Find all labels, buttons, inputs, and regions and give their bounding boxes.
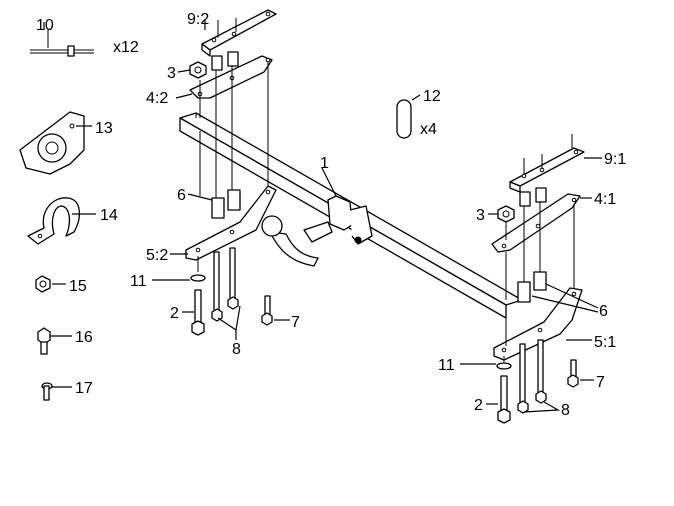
label-4-1: 4:1 bbox=[594, 191, 616, 208]
bolt-16-icon bbox=[37, 327, 51, 355]
right-nut-3 bbox=[497, 205, 515, 223]
screw-17-icon bbox=[41, 382, 53, 401]
right-vertical-lines bbox=[503, 202, 575, 362]
label-5-2: 5:2 bbox=[146, 247, 168, 264]
right-bracket-5-1 bbox=[493, 287, 583, 361]
label-9-1: 9:1 bbox=[604, 151, 626, 168]
label-2-left: 2 bbox=[170, 305, 179, 322]
label-10: 10 bbox=[36, 17, 54, 34]
label-1: 1 bbox=[320, 155, 329, 172]
right-spacers-6 bbox=[517, 187, 547, 303]
left-bolts bbox=[190, 247, 273, 336]
left-spacers-6 bbox=[211, 51, 241, 219]
label-16: 16 bbox=[75, 329, 93, 346]
right-bracket-4-1 bbox=[491, 193, 581, 253]
link-12-icon bbox=[396, 99, 412, 139]
left-top-plate-9-2 bbox=[201, 9, 277, 57]
label-4-2: 4:2 bbox=[146, 90, 168, 107]
clamp-14-icon bbox=[27, 197, 80, 245]
label-10-qty: x12 bbox=[113, 39, 139, 56]
left-nut-3 bbox=[189, 61, 207, 79]
nut-15-icon bbox=[35, 275, 51, 293]
tow-ball-assembly bbox=[261, 195, 373, 267]
right-bolts bbox=[496, 339, 579, 424]
label-8-right: 8 bbox=[561, 402, 570, 419]
label-17: 17 bbox=[75, 380, 93, 397]
socket-bracket-13-icon bbox=[19, 111, 85, 175]
left-vertical-lines bbox=[197, 62, 269, 272]
label-3-left: 3 bbox=[167, 65, 176, 82]
label-2-right: 2 bbox=[474, 397, 483, 414]
label-6-right: 6 bbox=[599, 303, 608, 320]
label-5-1: 5:1 bbox=[594, 334, 616, 351]
label-3-right: 3 bbox=[476, 207, 485, 224]
label-14: 14 bbox=[100, 207, 118, 224]
label-11-left: 11 bbox=[130, 273, 147, 290]
label-9-2: 9:2 bbox=[187, 11, 209, 28]
right-top-plate-9-1 bbox=[509, 134, 585, 193]
label-8-left: 8 bbox=[232, 341, 241, 358]
label-13: 13 bbox=[95, 120, 113, 137]
label-12: 12 bbox=[423, 88, 441, 105]
part-labels: 10 x12 9:2 3 4:2 12 x4 13 1 6 14 5:2 11 … bbox=[36, 11, 626, 419]
label-7-left: 7 bbox=[291, 314, 300, 331]
label-7-right: 7 bbox=[596, 374, 605, 391]
label-15: 15 bbox=[69, 278, 87, 295]
left-bracket-5-2 bbox=[185, 185, 277, 261]
label-6-left: 6 bbox=[177, 187, 186, 204]
rivet-10-icon bbox=[30, 30, 94, 57]
label-11-right: 11 bbox=[438, 357, 455, 374]
label-12-qty: x4 bbox=[420, 121, 437, 138]
leader-lines bbox=[43, 20, 602, 413]
